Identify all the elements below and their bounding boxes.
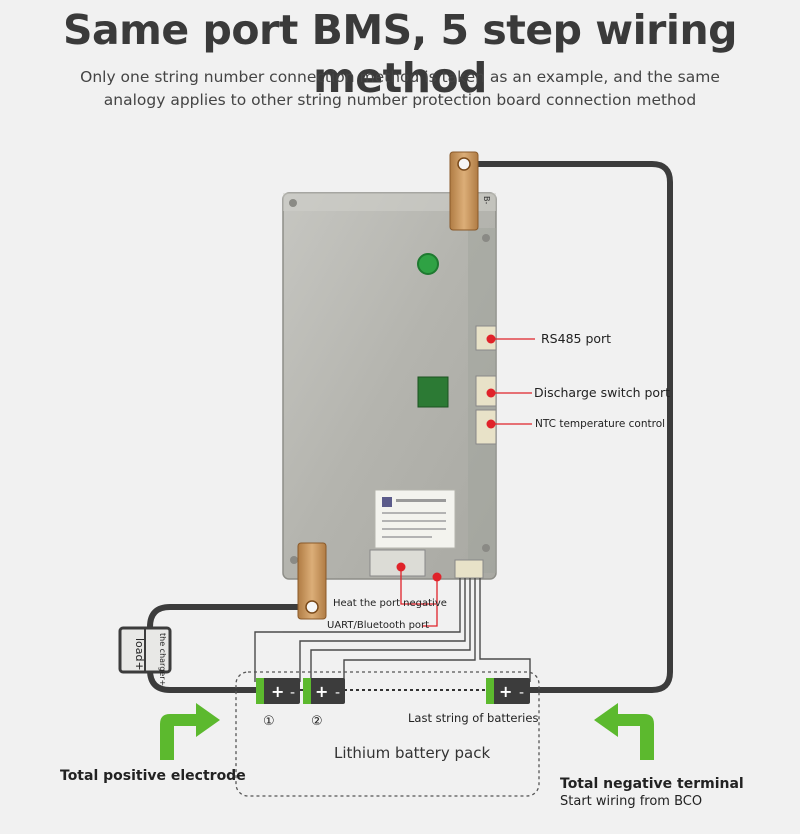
positive-arrow-icon xyxy=(160,703,220,760)
port-markers xyxy=(396,334,535,627)
battery-cell-1: + - xyxy=(256,678,300,704)
chip xyxy=(417,376,449,408)
discharge-connector xyxy=(475,375,497,407)
string-1-label: ① xyxy=(263,714,275,729)
battery-pack-label: Lithium battery pack xyxy=(334,744,491,762)
svg-text:+: + xyxy=(315,682,328,701)
svg-text:+: + xyxy=(499,682,512,701)
subtitle-line-1: Only one string number connection method… xyxy=(80,68,720,86)
p-minus-tab xyxy=(297,542,327,620)
total-negative-label: Total negative terminal xyxy=(560,776,744,792)
b-minus-tab xyxy=(449,151,479,231)
string-2-label: ② xyxy=(311,714,323,729)
total-positive-label: Total positive electrode xyxy=(60,768,246,784)
b-minus-label: B- xyxy=(482,196,491,204)
page-subtitle: Only one string number connection method… xyxy=(60,66,740,112)
page-title: Same port BMS, 5 step wiring method xyxy=(62,6,738,102)
battery-cell-last: + - xyxy=(486,678,530,704)
heat-port-label: Heat the port negative xyxy=(333,598,447,609)
svg-text:-: - xyxy=(519,685,524,701)
discharge-switch-port-label: Discharge switch port xyxy=(534,385,671,400)
load-label: load+ xyxy=(133,638,146,671)
ntc-port-label: NTC temperature control xyxy=(535,418,666,430)
subtitle-line-2: analogy applies to other string number p… xyxy=(103,91,697,109)
load-charger-block: load+ the charger+ xyxy=(118,626,172,686)
bms-board xyxy=(282,192,497,580)
negative-main-cable xyxy=(468,161,673,693)
battery-cell-2: + - xyxy=(303,678,345,704)
ntc-connector xyxy=(475,409,497,445)
svg-text:+: + xyxy=(271,682,284,701)
sampling-wires xyxy=(254,578,531,682)
heat-port-connector xyxy=(369,549,426,577)
uart-port-label: UART/Bluetooth port xyxy=(327,620,430,631)
negative-note-label: Start wiring from BCO xyxy=(560,794,703,809)
rs485-connector xyxy=(475,325,497,351)
svg-text:-: - xyxy=(335,685,340,701)
last-string-label: Last string of batteries xyxy=(408,711,539,725)
svg-text:-: - xyxy=(290,685,295,701)
uart-connector xyxy=(454,559,484,579)
load-cable xyxy=(147,604,312,693)
battery-pack-outline xyxy=(235,671,540,797)
rs485-port-label: RS485 port xyxy=(541,331,612,346)
negative-arrow-icon xyxy=(594,703,654,760)
status-led-icon xyxy=(417,253,439,275)
charger-label: the charger+ xyxy=(158,633,167,686)
